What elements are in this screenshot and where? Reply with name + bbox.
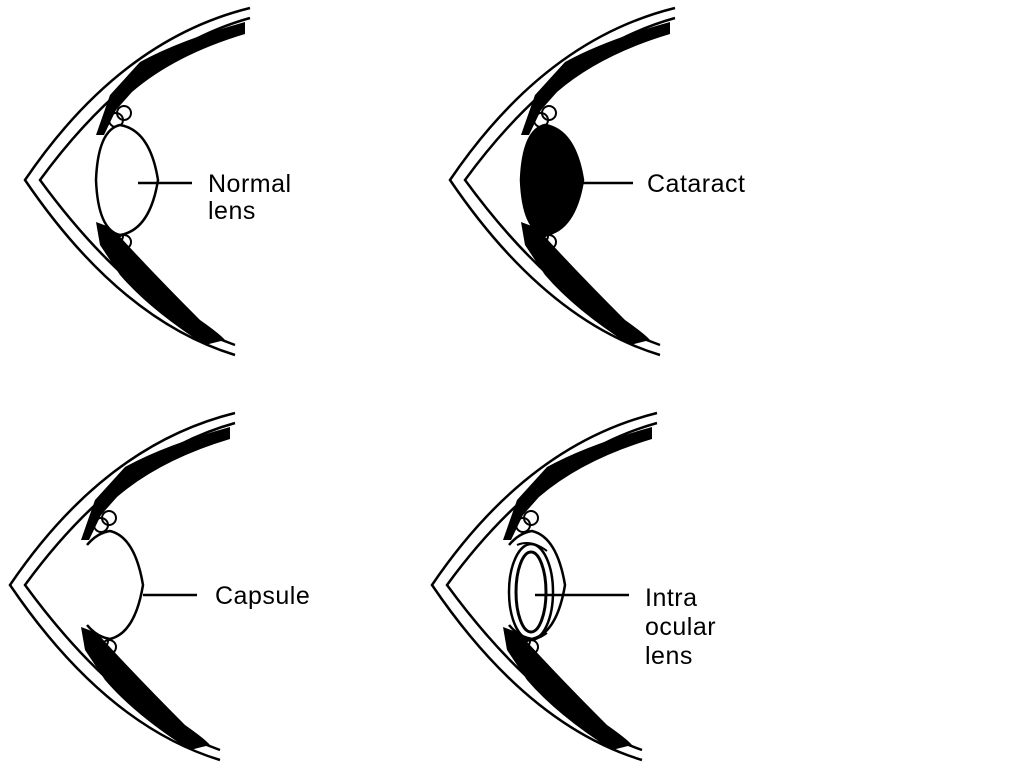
label-cataract: Cataract xyxy=(647,170,745,198)
eye-cross-section xyxy=(23,6,251,357)
cataract-lens-shape xyxy=(519,123,585,237)
eye-cross-section xyxy=(448,6,676,357)
panel-capsule: Capsule xyxy=(8,411,310,762)
panel-intraocular-lens: Intra ocular lens xyxy=(430,411,716,762)
label-lens: lens xyxy=(645,642,693,670)
eye-cross-section xyxy=(8,411,236,762)
normal-lens-shape xyxy=(94,123,160,237)
label-normal-lens-line2: lens xyxy=(208,197,256,225)
intraocular-lens-implant xyxy=(507,529,567,642)
panel-normal-lens: Normal lens xyxy=(23,6,292,357)
label-intra: Intra xyxy=(645,584,698,612)
label-capsule: Capsule xyxy=(215,582,310,610)
label-normal-lens: Normal xyxy=(208,170,292,198)
capsule-shape xyxy=(86,529,145,641)
panel-cataract: Cataract xyxy=(448,6,745,357)
eye-cross-section xyxy=(430,411,658,762)
label-ocular: ocular xyxy=(645,613,716,641)
